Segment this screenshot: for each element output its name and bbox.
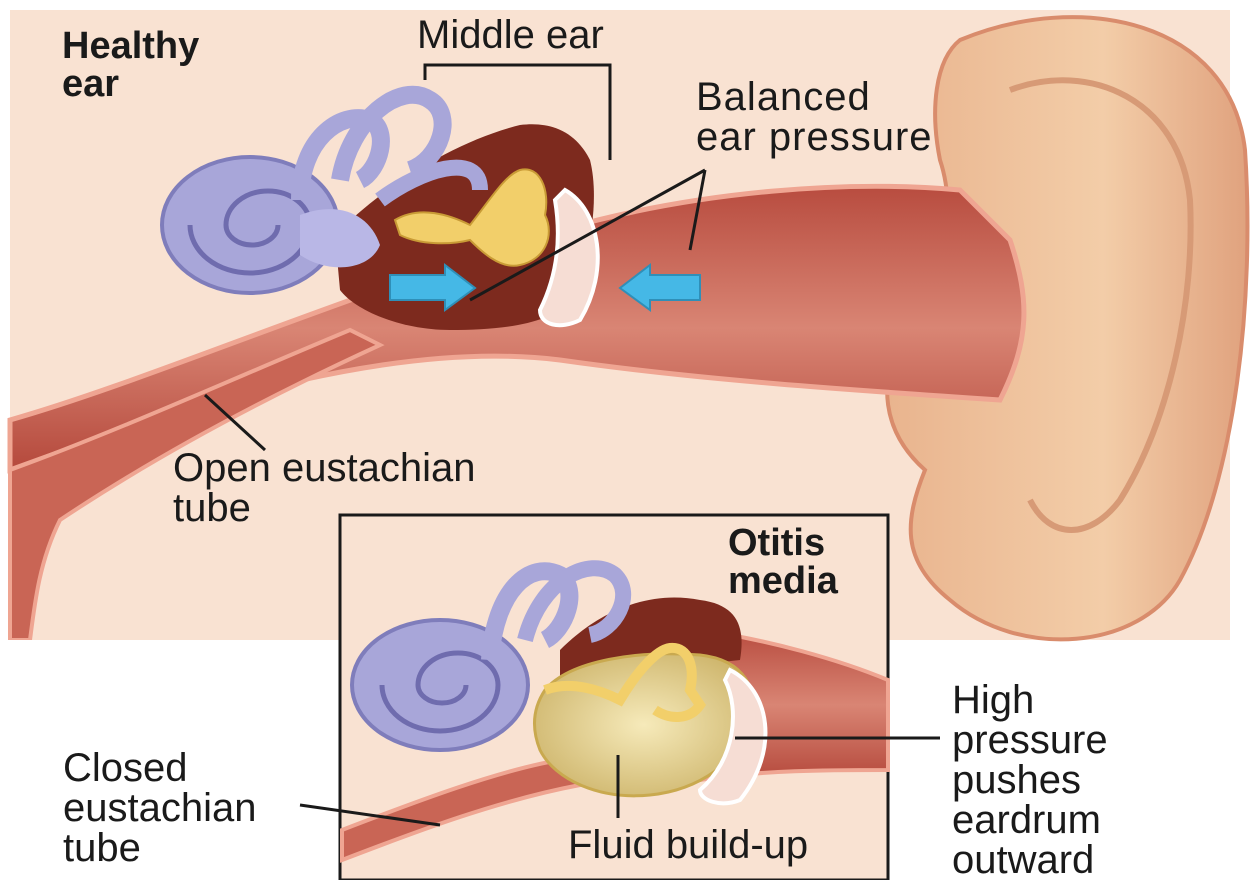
otitis-title-line1: Otitis — [728, 524, 838, 562]
high-pressure-line2: pressure — [952, 720, 1108, 760]
open-tube-line1: Open eustachian — [173, 448, 475, 488]
open-tube-label: Open eustachian tube — [173, 448, 475, 528]
open-tube-line2: tube — [173, 488, 475, 528]
middle-ear-label: Middle ear — [417, 15, 604, 55]
healthy-ear-title: Healthy ear — [62, 27, 199, 103]
high-pressure-line1: High — [952, 680, 1108, 720]
high-pressure-line5: outward — [952, 840, 1108, 880]
closed-tube-label: Closed eustachian tube — [63, 748, 256, 868]
high-pressure-line4: eardrum — [952, 800, 1108, 840]
balanced-pressure-label: Balanced ear pressure — [696, 77, 933, 157]
healthy-ear-title-line1: Healthy — [62, 27, 199, 65]
balanced-pressure-line1: Balanced — [696, 77, 933, 117]
closed-tube-line1: Closed — [63, 748, 256, 788]
otitis-media-title: Otitis media — [728, 524, 838, 600]
healthy-ear-title-line2: ear — [62, 65, 199, 103]
high-pressure-label: High pressure pushes eardrum outward — [952, 680, 1108, 880]
closed-tube-line2: eustachian — [63, 788, 256, 828]
high-pressure-line3: pushes — [952, 760, 1108, 800]
closed-tube-line3: tube — [63, 828, 256, 868]
balanced-pressure-line2: ear pressure — [696, 117, 933, 157]
otitis-title-line2: media — [728, 562, 838, 600]
fluid-build-up-label: Fluid build-up — [568, 825, 808, 865]
